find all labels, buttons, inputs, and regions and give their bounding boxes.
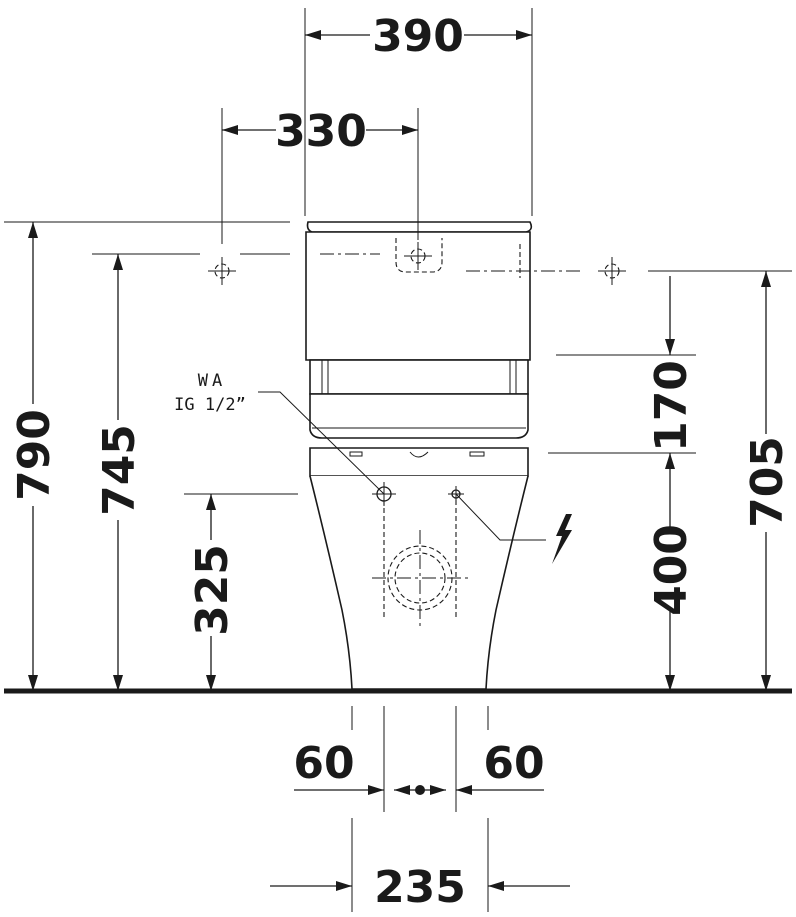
bowl-rim: [309, 447, 529, 477]
dim-235: 235: [270, 862, 570, 913]
water-inlet-annotation: WA IG 1/2”: [174, 371, 385, 495]
toilet-front-view: [305, 221, 533, 690]
dim-label-325: 325: [187, 544, 238, 636]
water-inlet-label-thread: IG 1/2”: [174, 395, 246, 415]
dim-325: 325: [187, 494, 238, 691]
crosshair-icon: [598, 257, 626, 285]
dim-label-790: 790: [9, 409, 60, 501]
dim-label-400: 400: [646, 524, 697, 616]
water-inlet-label-wa: WA: [198, 371, 226, 391]
dim-705: 705: [742, 271, 793, 691]
dim-label-330: 330: [275, 106, 367, 157]
dim-label-390: 390: [372, 11, 464, 62]
dim-label-705: 705: [742, 436, 793, 528]
extension-lines: [4, 8, 792, 912]
dim-label-60-left: 60: [293, 738, 354, 789]
dim-790: 790: [9, 222, 60, 691]
pedestal: [309, 475, 529, 690]
drain-outlet-icon: [372, 530, 468, 626]
crosshair-icon: [208, 257, 236, 285]
dim-label-170: 170: [646, 360, 697, 452]
dim-330: 330: [222, 106, 418, 157]
dim-label-745: 745: [94, 424, 145, 516]
dim-400: 400: [646, 524, 697, 691]
dim-390: 390: [305, 11, 532, 62]
dim-60-60: 60 60: [293, 738, 545, 795]
tank: [305, 231, 531, 361]
electrical-annotation: [455, 493, 572, 564]
seat-band: [309, 359, 529, 395]
dim-745: 745: [94, 254, 145, 691]
tank-cistern-outline: [395, 238, 443, 273]
lightning-bolt-icon: [552, 514, 572, 564]
seat: [309, 393, 529, 439]
dim-label-235: 235: [374, 862, 466, 913]
dim-170: 170: [646, 276, 697, 530]
dim-label-60-right: 60: [483, 738, 544, 789]
tank-lid: [306, 221, 533, 233]
crosshair-icon: [404, 242, 432, 270]
